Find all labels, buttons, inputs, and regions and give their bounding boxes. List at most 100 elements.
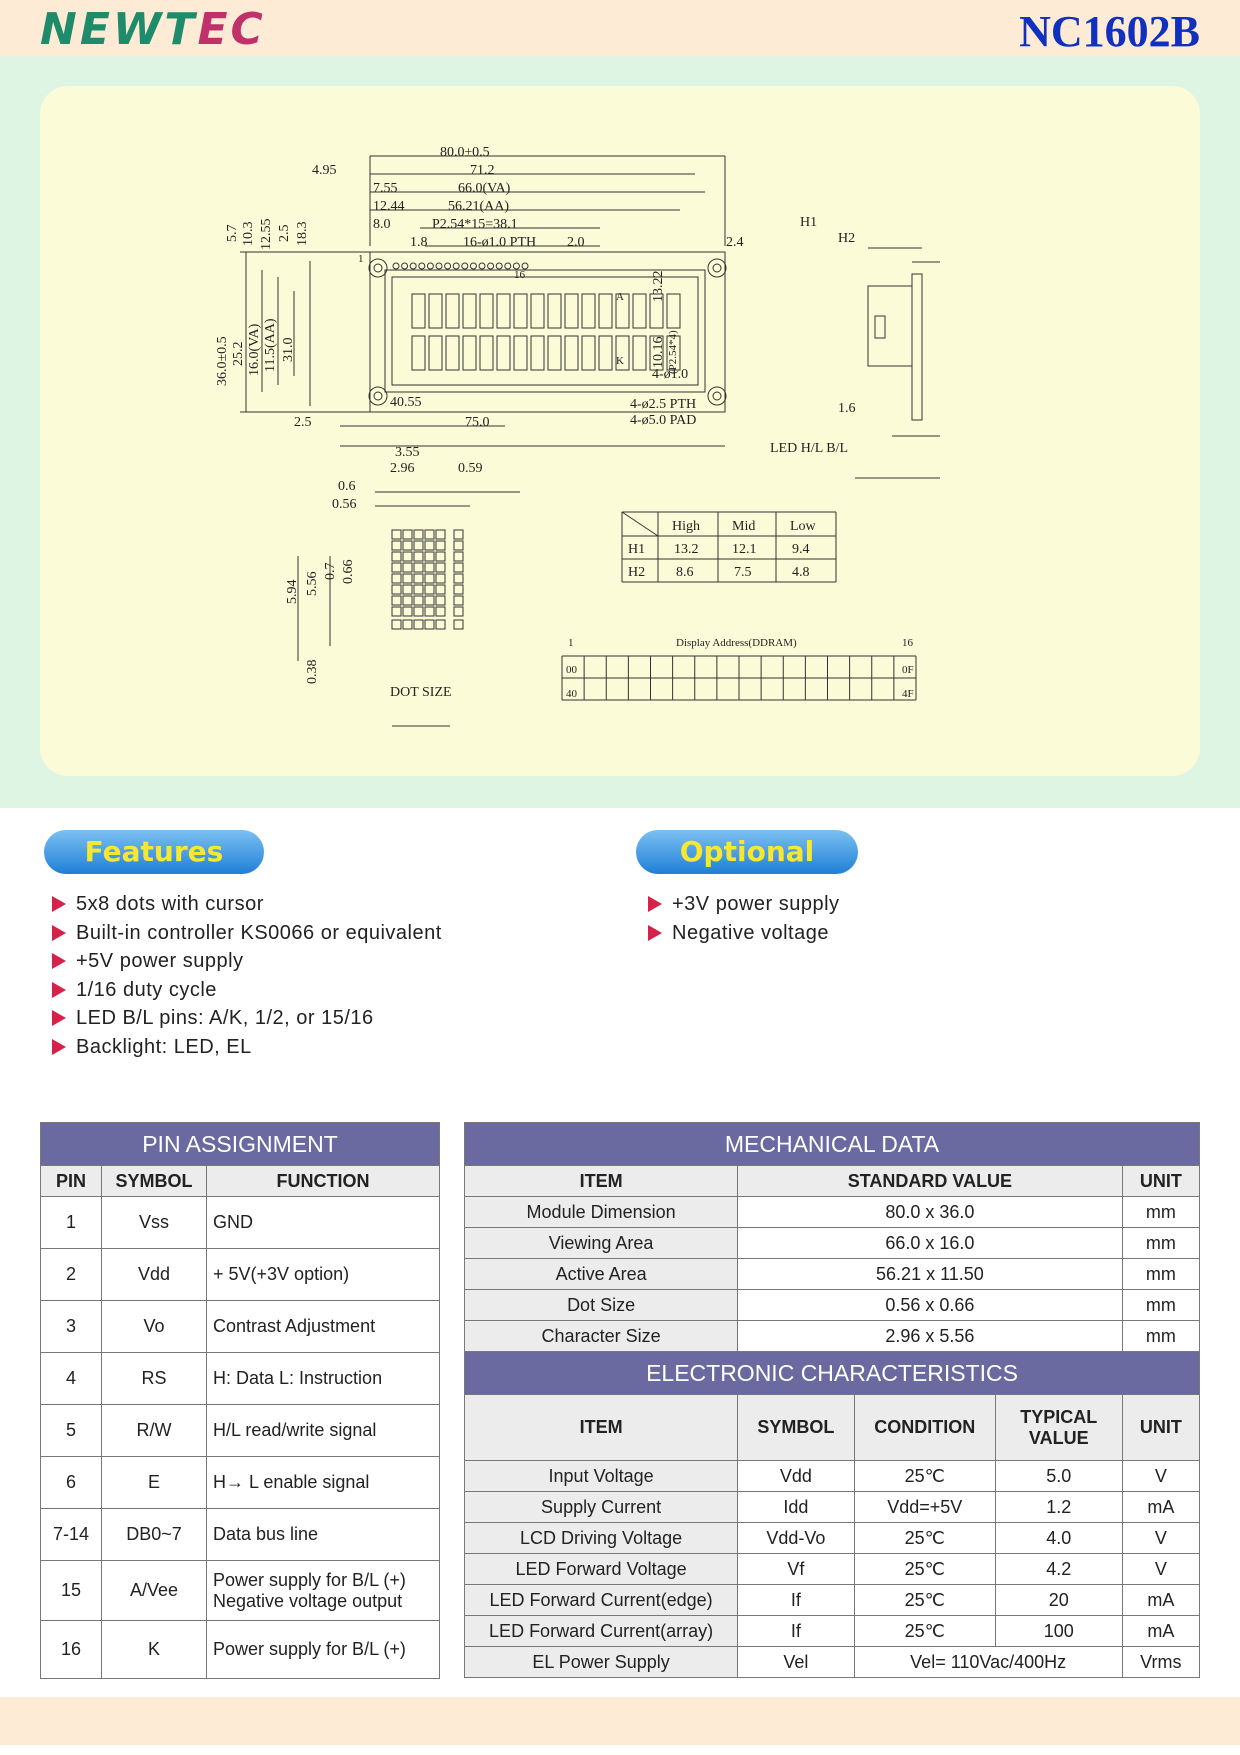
dot-dim-3-55: 3.55 bbox=[395, 445, 420, 460]
hl-table bbox=[621, 511, 837, 583]
hl-h1-mid: 12.1 bbox=[732, 542, 757, 557]
cursor-dot bbox=[435, 619, 446, 630]
next-char-dot bbox=[453, 573, 464, 584]
dim-1-8: 1.8 bbox=[410, 235, 428, 250]
bullet-icon bbox=[52, 981, 66, 998]
pin-a-label: A bbox=[616, 291, 624, 303]
hl-h2-high: 8.6 bbox=[676, 565, 694, 580]
dim-2: 2.0 bbox=[567, 235, 585, 250]
features-heading: Features bbox=[44, 830, 264, 874]
module-outline bbox=[369, 251, 726, 413]
dot-dim-0-66: 0.66 bbox=[341, 560, 356, 585]
dim-71: 71.2 bbox=[470, 163, 495, 178]
dot-cell bbox=[402, 573, 413, 584]
cursor-dot bbox=[424, 619, 435, 630]
optional-heading: Optional bbox=[636, 830, 858, 874]
feature-item: Backlight: LED, EL bbox=[46, 1033, 442, 1062]
dot-cell bbox=[391, 584, 402, 595]
function-col-header: FUNCTION bbox=[206, 1165, 440, 1197]
bullet-icon bbox=[52, 1038, 66, 1055]
dim-13-22: 13.22 bbox=[651, 271, 666, 303]
char-cell bbox=[581, 293, 596, 329]
dim-31: 31.0 bbox=[281, 338, 296, 363]
feature-item: Built-in controller KS0066 or equivalent bbox=[46, 919, 442, 948]
hl-head-high: High bbox=[672, 519, 700, 534]
feature-item: 1/16 duty cycle bbox=[46, 976, 442, 1005]
dim-pth-2-5: 4-ø2.5 PTH bbox=[630, 397, 696, 412]
company-logo: NEWTEC bbox=[40, 4, 266, 55]
char-cell bbox=[411, 335, 426, 371]
dot-dim-0-38: 0.38 bbox=[305, 660, 320, 685]
header-bar: NEWTEC NC1602B bbox=[0, 0, 1240, 56]
dim-7-55: 7.55 bbox=[373, 181, 398, 196]
ddram-r1-end: 0F bbox=[902, 664, 914, 676]
pin-hole bbox=[392, 262, 400, 270]
dot-cell bbox=[391, 529, 402, 540]
dot-cell bbox=[424, 551, 435, 562]
dim-12-44: 12.44 bbox=[373, 199, 405, 214]
pin-hole bbox=[401, 262, 409, 270]
char-cell bbox=[615, 335, 630, 371]
dim-pth: 16-ø1.0 PTH bbox=[463, 235, 536, 250]
dim-25-2: 25.2 bbox=[231, 342, 246, 367]
dot-cell bbox=[402, 606, 413, 617]
hl-row-h2: H2 bbox=[628, 565, 645, 580]
dot-dim-0-6: 0.6 bbox=[338, 479, 356, 494]
char-cell bbox=[496, 335, 511, 371]
pin-hole bbox=[504, 262, 512, 270]
mechanical-drawing-panel: 80.0±0.5 71.2 66.0(VA) 56.21(AA) P2.54*1… bbox=[40, 86, 1200, 776]
char-cell bbox=[666, 335, 681, 371]
dot-cell bbox=[424, 595, 435, 606]
pin-hole bbox=[461, 262, 469, 270]
dot-size-grid bbox=[391, 529, 464, 630]
pin-hole bbox=[435, 262, 443, 270]
char-cell bbox=[547, 335, 562, 371]
pin-hole bbox=[469, 262, 477, 270]
hl-head-mid: Mid bbox=[732, 519, 755, 534]
dim-56: 56.21(AA) bbox=[448, 199, 509, 214]
cursor-dot bbox=[402, 619, 413, 630]
dim-8: 8.0 bbox=[373, 217, 391, 232]
pin-hole bbox=[444, 262, 452, 270]
bullet-icon bbox=[648, 924, 662, 941]
char-cell bbox=[649, 335, 664, 371]
dim-4-95: 4.95 bbox=[312, 163, 337, 178]
dot-cell bbox=[402, 529, 413, 540]
dot-cell bbox=[413, 606, 424, 617]
dot-cell bbox=[435, 551, 446, 562]
pin-hole bbox=[452, 262, 460, 270]
dim-16-va: 16.0(VA) bbox=[247, 323, 262, 376]
ddram-r1-start: 00 bbox=[566, 664, 578, 676]
pin-hole bbox=[478, 262, 486, 270]
dot-cell bbox=[391, 562, 402, 573]
mount-hole-bl bbox=[368, 386, 388, 406]
pin-hole bbox=[521, 262, 529, 270]
dim-10-3: 10.3 bbox=[241, 222, 256, 247]
ddram-grid bbox=[561, 655, 917, 701]
dot-cell bbox=[413, 573, 424, 584]
char-cell bbox=[462, 335, 477, 371]
drawing-section: 80.0±0.5 71.2 66.0(VA) 56.21(AA) P2.54*1… bbox=[0, 56, 1240, 808]
model-number: NC1602B bbox=[1019, 7, 1200, 56]
electronic-title: ELECTRONIC CHARACTERISTICS bbox=[464, 1351, 1200, 1395]
char-cell bbox=[530, 293, 545, 329]
char-cell bbox=[615, 293, 630, 329]
char-cell bbox=[513, 293, 528, 329]
side-h2: H2 bbox=[838, 231, 855, 246]
optional-item: +3V power supply bbox=[642, 890, 840, 919]
dot-cell bbox=[413, 551, 424, 562]
dim-11-5: 11.5(AA) bbox=[263, 318, 278, 372]
dim-2-4: 2.4 bbox=[726, 235, 744, 250]
next-char-dot bbox=[453, 540, 464, 551]
bullet-icon bbox=[52, 1010, 66, 1027]
dot-cell bbox=[402, 540, 413, 551]
